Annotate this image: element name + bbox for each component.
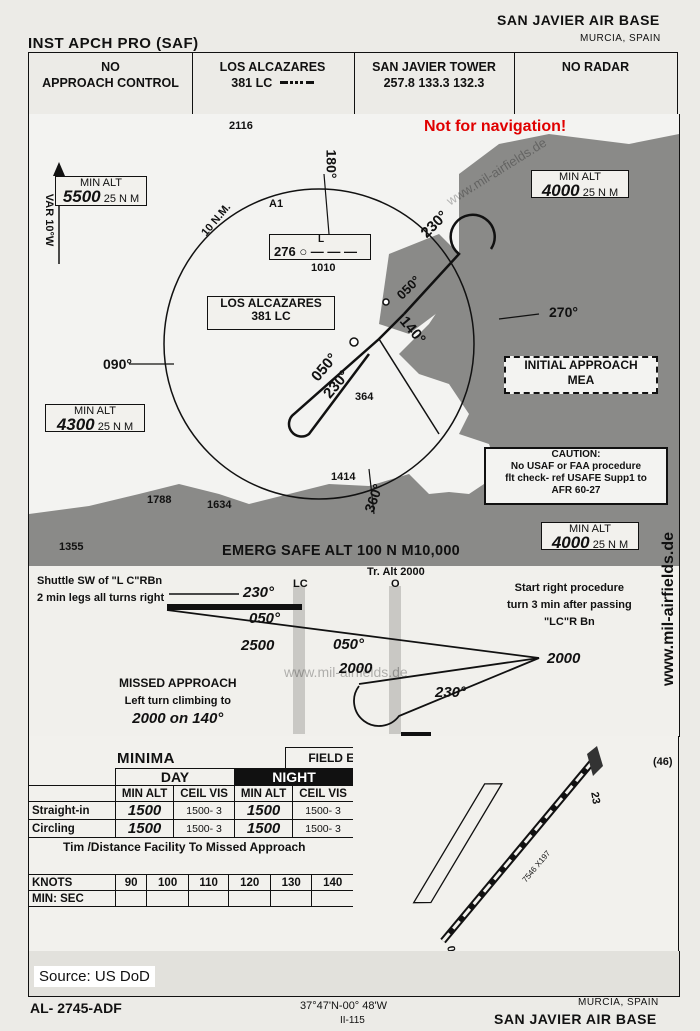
outer-marker-box: L 276 ○ — — — (269, 234, 371, 260)
profile-heading-050-lower: 050° (333, 636, 365, 653)
minima-title: MINIMA (117, 750, 175, 767)
procedure-title: INST APCH PRO (SAF) (28, 35, 199, 52)
marker-symbol (382, 298, 390, 306)
lc-beacon-column (293, 586, 305, 734)
airport-name-top: SAN JAVIER AIR BASE (497, 12, 660, 28)
coordinates: 37°47'N-00° 48'W (300, 1000, 387, 1012)
shuttle-bar (167, 604, 302, 610)
land-peninsula (379, 234, 469, 334)
north-arrow-icon (53, 162, 65, 176)
table-row: MIN: SEC (29, 890, 354, 907)
comm-box-approach: NO APPROACH CONTROL (28, 52, 193, 116)
apron-outline (412, 783, 504, 904)
missed-approach-path (353, 657, 540, 727)
comm-box-tower: SAN JAVIER TOWER 257.8 133.3 132.3 (354, 52, 515, 116)
elevation-2116: 2116 (229, 120, 253, 132)
transition-altitude: Tr. Alt 2000 (367, 566, 425, 578)
radial-270 (498, 313, 540, 320)
airport-name-bottom: SAN JAVIER AIR BASE (494, 1011, 657, 1027)
night-header: NIGHT (233, 768, 355, 786)
profile-heading-050-upper: 050° (249, 610, 281, 627)
elevation-1788: 1788 (147, 494, 172, 506)
missed-approach-note: MISSED APPROACH Left turn climbing to 20… (119, 676, 237, 727)
runway-threshold-bar (401, 732, 431, 736)
table-row: KNOTS 90 100 110 120 130 140 (29, 874, 354, 891)
min-alt-box-nw: MIN ALT 5500 25 N M (55, 176, 147, 206)
elevation-1355: 1355 (59, 541, 84, 553)
shuttle-note: Shuttle SW of "L C"RBn 2 min legs all tu… (37, 575, 165, 604)
location-top: MURCIA, SPAIN (580, 33, 661, 44)
procedure-turn (403, 213, 496, 315)
elevation-364: 364 (355, 391, 374, 403)
aerodrome-panel: (46) 23 05 7546 X197 (353, 736, 679, 959)
runway-centerline (441, 760, 595, 942)
min-alt-box-ne: MIN ALT 4000 25 N M (531, 170, 629, 199)
min-alt-box-sw: MIN ALT 4300 25 N M (45, 404, 145, 433)
elevation-1010: 1010 (311, 262, 336, 274)
radial-180-label: 180° (323, 149, 340, 179)
radial-180 (323, 173, 330, 235)
profile-view: Tr. Alt 2000 Shuttle SW of "L C"RBn 2 mi… (28, 566, 680, 737)
track-140 (378, 338, 440, 435)
profile-altitude-2000-left: 2000 (339, 660, 373, 677)
comm-box-ndb: LOS ALCAZARES 381 LC (191, 52, 355, 116)
terrain-obstacle (587, 746, 603, 776)
elevation-1634: 1634 (207, 499, 232, 511)
ndb-symbol (349, 337, 359, 347)
page-number: II-115 (340, 1015, 365, 1026)
profile-diagram (166, 586, 540, 736)
aerodrome-elevation: (46) (653, 756, 673, 768)
timing-table: KNOTS 90 100 110 120 130 140 MIN: SEC (29, 874, 354, 907)
not-for-navigation-watermark: Not for navigation! (424, 118, 567, 135)
elevation-1414: 1414 (331, 471, 356, 483)
land-south (29, 474, 479, 566)
holding-pattern (287, 313, 405, 438)
site-watermark-profile: www.mil-airfields.de (284, 664, 408, 680)
beacon-o-label: O (391, 578, 400, 590)
radial-270-label: 270° (549, 304, 578, 320)
radial-090-label: 090° (103, 356, 132, 372)
radial-360 (368, 468, 375, 515)
day-header: DAY (115, 768, 235, 786)
site-watermark-vertical: www.mil-airfields.de (660, 531, 678, 687)
minima-panel: MINIMA DAY NIGHT MIN ALT CEIL VIS MIN AL… (28, 736, 355, 952)
table-row: Straight-in 1500 1500- 3 1500 1500- 3 (29, 801, 354, 820)
range-ring-10nm (163, 188, 475, 500)
caution-box: CAUTION: No USAF or FAA procedure flt ch… (484, 447, 668, 505)
morse-code-icon (279, 81, 314, 84)
min-alt-box-se: MIN ALT 4000 25 N M (541, 522, 639, 551)
profile-altitude-2500: 2500 (241, 637, 275, 654)
beacon-lc-label: LC (293, 578, 308, 590)
location-bottom: MURCIA, SPAIN (578, 997, 659, 1008)
profile-heading-230-lower: 230° (435, 684, 467, 701)
timing-title: Tim /Distance Facility To Missed Approac… (63, 840, 306, 854)
source-label: Source: US DoD (34, 966, 155, 987)
runway-23-label: 23 (588, 790, 603, 806)
plan-view: Not for navigation! www.mil-airfields.de… (28, 114, 680, 567)
start-turn-note: Start right procedure turn 3 min after p… (507, 582, 632, 628)
chart-id: AL- 2745-ADF (30, 1000, 122, 1016)
variation-label: VAR 10°W (43, 193, 56, 247)
fix-a1-label: A1 (269, 198, 284, 210)
runway-diagram (412, 746, 603, 944)
o-marker-column (389, 586, 401, 734)
profile-heading-230-top: 230° (243, 584, 275, 601)
minima-table: DAY NIGHT MIN ALT CEIL VIS MIN ALT CEIL … (29, 768, 355, 838)
emerg-safe-alt: EMERG SAFE ALT 100 N M10,000 (222, 543, 461, 559)
table-row: Circling 1500 1500- 3 1500 1500- 3 (29, 819, 354, 838)
initial-approach-box: INITIAL APPROACH MEA (504, 356, 658, 394)
profile-altitude-2000-right: 2000 (547, 650, 581, 667)
comm-box-radar: NO RADAR (514, 52, 678, 116)
ndb-box: LOS ALCAZARES 381 LC (207, 296, 335, 330)
